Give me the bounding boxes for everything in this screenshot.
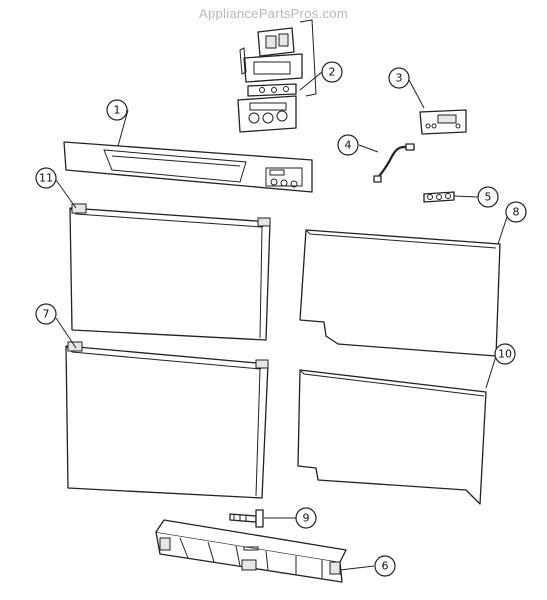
callout-8: 8	[505, 201, 527, 223]
callout-4: 4	[337, 134, 359, 156]
part-9-screw[interactable]	[229, 509, 264, 528]
callout-6: 6	[374, 555, 396, 577]
part-10-lower-insulation-panel[interactable]	[297, 369, 487, 505]
callout-leaders	[55, 71, 509, 571]
callout-7: 7	[35, 303, 57, 325]
watermark-text: AppliancePartsPros.com	[199, 6, 348, 21]
svg-text:5: 5	[485, 191, 492, 204]
svg-text:1: 1	[114, 104, 121, 117]
callout-3: 3	[388, 67, 410, 89]
callout-1: 1	[106, 99, 128, 121]
part-5-clips[interactable]	[423, 191, 455, 203]
callout-5: 5	[477, 186, 499, 208]
svg-text:6: 6	[382, 560, 389, 573]
svg-text:3: 3	[396, 72, 403, 85]
svg-text:7: 7	[43, 308, 50, 321]
svg-text:2: 2	[329, 66, 336, 79]
part-6-kick-plate[interactable]	[155, 519, 347, 583]
part-8-upper-insulation-panel[interactable]	[299, 229, 501, 357]
callout-10: 10	[494, 343, 516, 365]
part-11-upper-drawer-front[interactable]	[69, 203, 271, 341]
part-3-display-board[interactable]	[419, 109, 467, 135]
svg-text:9: 9	[303, 512, 310, 525]
part-7-lower-drawer-front[interactable]	[65, 341, 269, 499]
callout-2: 2	[321, 61, 343, 83]
callout-9: 9	[295, 507, 317, 529]
part-4-wire-harness[interactable]	[373, 143, 415, 183]
svg-text:4: 4	[345, 139, 352, 152]
svg-text:8: 8	[513, 206, 520, 219]
part-1-handle-panel[interactable]	[63, 141, 313, 193]
callout-11: 11	[35, 167, 57, 189]
svg-text:10: 10	[498, 348, 512, 361]
part-2-control-bracket[interactable]	[237, 19, 317, 133]
svg-text:11: 11	[39, 172, 53, 185]
